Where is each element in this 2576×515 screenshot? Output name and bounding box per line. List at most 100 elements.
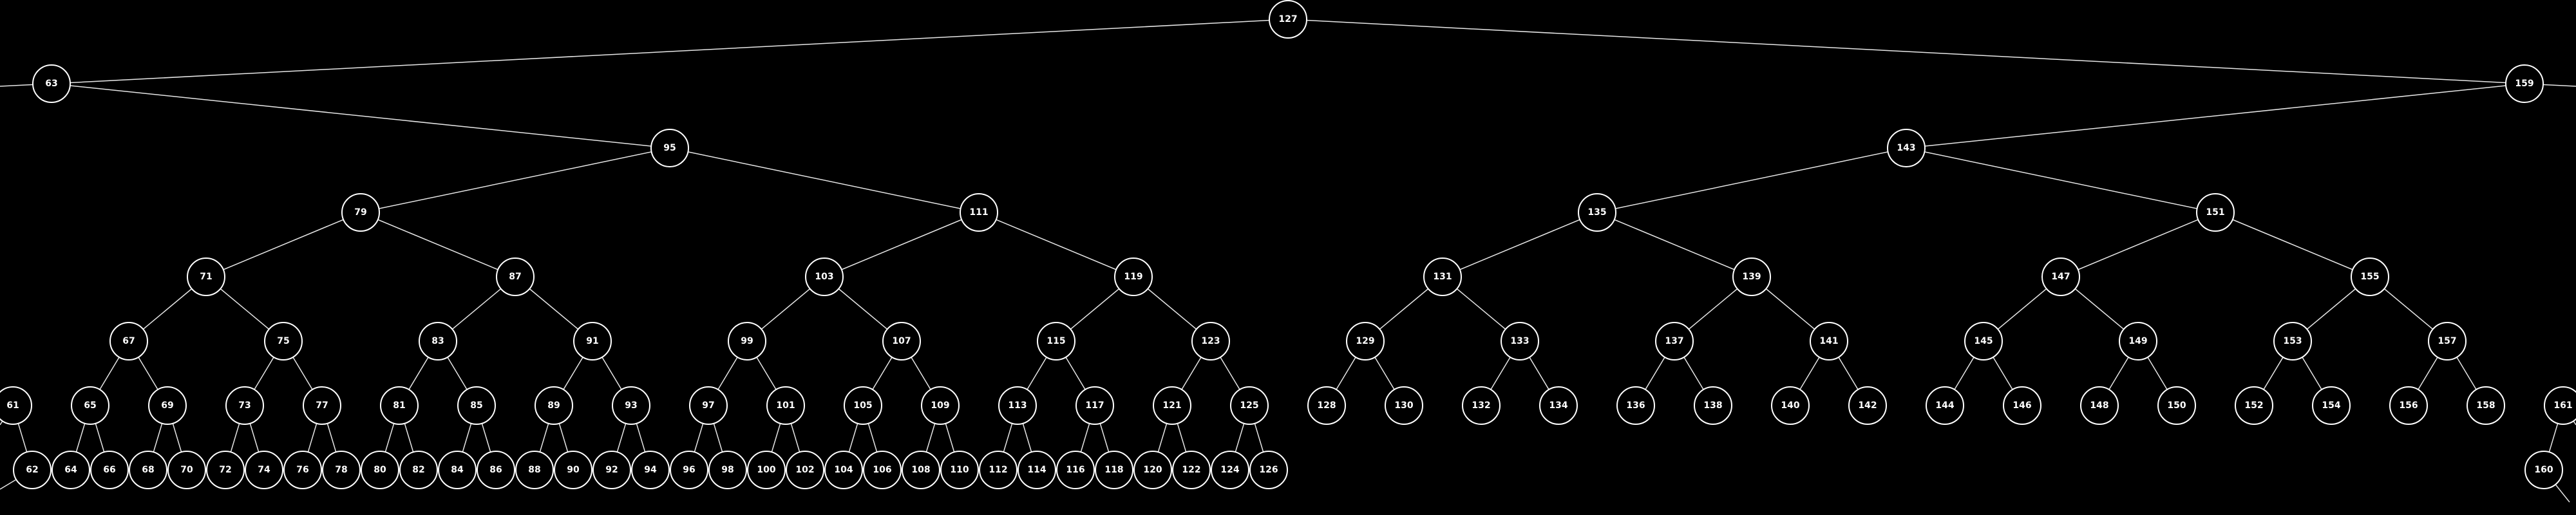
tree-edge (1442, 212, 1598, 277)
tree-node-label: 126 (1259, 465, 1278, 475)
tree-node-circle (32, 64, 71, 103)
tree-node-circle (515, 451, 554, 489)
tree-node-label: 97 (702, 400, 714, 411)
tree-node: 142 (1848, 386, 1887, 425)
tree-node-circle (419, 322, 457, 360)
tree-node-circle (1385, 386, 1423, 425)
tree-node-label: 137 (1665, 336, 1683, 346)
tree-node: 135 (1578, 193, 1616, 232)
tree-node-label: 98 (721, 465, 734, 475)
tree-node: 109 (921, 386, 960, 425)
tree-node: 81 (380, 386, 419, 425)
tree-node-label: 159 (2515, 79, 2533, 89)
tree-node: 118 (1095, 451, 1133, 489)
tree-node-label: 132 (1472, 400, 1490, 411)
tree-node-circle (1249, 451, 1288, 489)
tree-node: 90 (554, 451, 592, 489)
tree-node-circle (2273, 322, 2312, 360)
tree-node: 78 (322, 451, 361, 489)
tree-node-label: 67 (122, 336, 135, 346)
tree-node: 100 (747, 451, 786, 489)
tree-node: 61 (0, 386, 32, 425)
tree-node-label: 160 (2534, 465, 2553, 475)
tree-node-circle (1172, 451, 1211, 489)
tree-node-circle (129, 451, 167, 489)
tree-node-circle (264, 322, 303, 360)
tree-node: 74 (245, 451, 283, 489)
tree-node-circle (766, 386, 805, 425)
tree-node: 126 (1249, 451, 1288, 489)
tree-node: 111 (960, 193, 998, 232)
tree-node-circle (2196, 193, 2235, 232)
tree-node-circle (167, 451, 206, 489)
tree-node: 108 (902, 451, 940, 489)
tree-node-label: 96 (683, 465, 695, 475)
tree-node: 146 (2003, 386, 2041, 425)
tree-node-circle (322, 451, 361, 489)
tree-node: 69 (148, 386, 187, 425)
tree-node-label: 146 (2012, 400, 2031, 411)
tree-node: 64 (52, 451, 90, 489)
tree-edge (51, 19, 1289, 84)
tree-edge (360, 212, 516, 277)
tree-node-label: 125 (1240, 400, 1258, 411)
tree-node-circle (2505, 64, 2544, 103)
tree-node-circle (592, 451, 631, 489)
tree-node-label: 102 (795, 465, 814, 475)
tree-node: 139 (1732, 258, 1771, 296)
tree-node-circle (2003, 386, 2041, 425)
tree-node: 105 (844, 386, 882, 425)
tree-node: 79 (341, 193, 380, 232)
tree-node: 151 (2196, 193, 2235, 232)
tree-node-circle (1133, 451, 1172, 489)
tree-node: 87 (496, 258, 535, 296)
tree-node-circle (998, 386, 1037, 425)
tree-node: 72 (206, 451, 245, 489)
tree-node: 131 (1423, 258, 1462, 296)
tree-node-label: 138 (1703, 400, 1722, 411)
tree-node-label: 131 (1433, 272, 1452, 282)
tree-node-label: 81 (393, 400, 405, 411)
tree-node-label: 154 (2322, 400, 2340, 411)
tree-node-label: 123 (1201, 336, 1220, 346)
tree-node-label: 100 (757, 465, 775, 475)
tree-node-circle (361, 451, 399, 489)
tree-node-label: 143 (1897, 143, 1915, 153)
tree-node-circle (2544, 386, 2576, 425)
tree-node: 91 (573, 322, 612, 360)
tree-node-circle (303, 386, 341, 425)
tree-node-label: 114 (1027, 465, 1046, 475)
tree-node-label: 89 (547, 400, 560, 411)
tree-edge (978, 212, 1134, 277)
tree-node-label: 85 (470, 400, 482, 411)
tree-node: 113 (998, 386, 1037, 425)
tree-node-label: 63 (45, 79, 57, 89)
tree-node-circle (2351, 258, 2389, 296)
tree-node: 124 (1211, 451, 1249, 489)
tree-node: 127 (1269, 0, 1307, 39)
tree-node-label: 115 (1046, 336, 1065, 346)
tree-node-label: 72 (219, 465, 231, 475)
tree-node: 149 (2119, 322, 2157, 360)
tree-node-circle (90, 451, 129, 489)
tree-node-label: 133 (1510, 336, 1529, 346)
tree-node: 101 (766, 386, 805, 425)
tree-node: 129 (1346, 322, 1385, 360)
tree-node-label: 64 (64, 465, 77, 475)
tree-node-circle (1501, 322, 1539, 360)
tree-node-circle (882, 322, 921, 360)
tree-node: 93 (612, 386, 650, 425)
tree-edge (1596, 212, 1752, 277)
tree-edge (2060, 212, 2216, 277)
tree-node: 114 (1018, 451, 1056, 489)
tree-node-circle (805, 258, 844, 296)
tree-node: 148 (2080, 386, 2119, 425)
tree-node-label: 150 (2167, 400, 2186, 411)
tree-node-label: 71 (200, 272, 212, 282)
tree-node: 123 (1191, 322, 1230, 360)
tree-node-circle (1307, 386, 1346, 425)
tree-node-label: 87 (509, 272, 521, 282)
tree-node-label: 151 (2206, 207, 2224, 218)
tree-node-label: 61 (6, 400, 19, 411)
